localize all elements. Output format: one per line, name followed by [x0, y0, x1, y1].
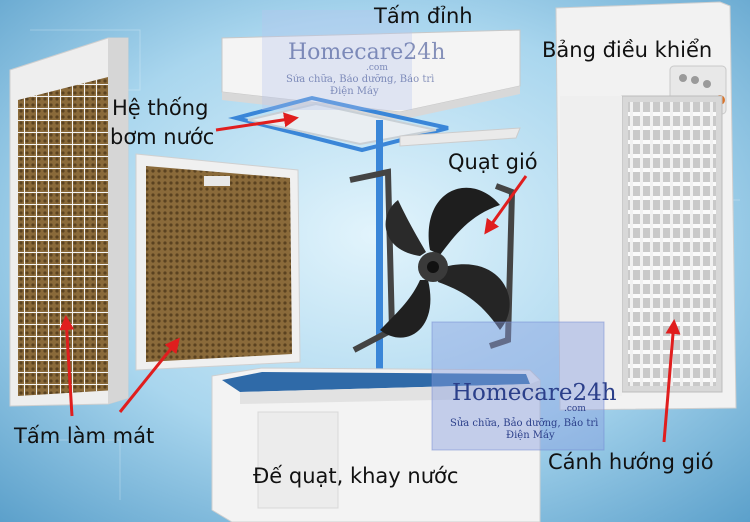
arrow-pump: [215, 112, 299, 132]
arrow-fan: [484, 175, 528, 235]
watermark-box-bottom: [431, 321, 605, 451]
left-pad-panel: [9, 37, 129, 407]
label-pump-system-line2: bơm nước: [110, 125, 215, 149]
label-pump-system-line1: Hệ thống: [112, 96, 209, 120]
callout-arrows: [59, 112, 681, 443]
watermark-tagline-bottom-1: Sửa chữa, Bảo dưỡng, Bảo trì: [450, 418, 599, 429]
middle-pad-panel: [135, 153, 301, 371]
base-tray: [211, 367, 541, 522]
label-top-panel: Tấm đỉnh: [374, 4, 473, 28]
label-control-panel: Bảng điều khiển: [542, 38, 713, 62]
label-cooling-pad: Tấm làm mát: [14, 424, 155, 448]
label-fan: Quạt gió: [448, 150, 538, 174]
arrow-cooling-pad-middle: [118, 337, 180, 413]
watermark-box-top: [262, 10, 412, 110]
watermark-tagline-bottom-2: Điện Máy: [506, 430, 555, 441]
label-louvers: Cánh hướng gió: [548, 450, 714, 474]
arrow-louvers: [662, 319, 681, 443]
top-plate: [221, 29, 521, 120]
watermark-brand-bottom: Homecare24h: [452, 380, 617, 406]
watermark-tagline-top-1: Sửa chữa, Bảo dưỡng, Bảo trì: [286, 74, 435, 85]
fan-assembly: [349, 168, 516, 353]
watermark-tagline-top-2: Điện Máy: [330, 86, 379, 97]
arrow-cooling-pad-left: [59, 315, 75, 417]
label-base-tray: Đế quạt, khay nước: [253, 464, 459, 488]
watermark-domain-top: .com: [366, 63, 388, 73]
watermark-domain-bottom: .com: [564, 404, 586, 414]
watermark-brand-top: Homecare24h: [288, 40, 446, 65]
